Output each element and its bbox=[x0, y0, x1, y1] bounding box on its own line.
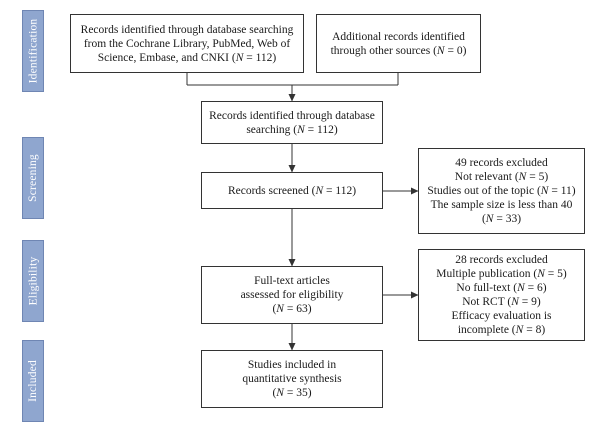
box-excluded-screening-text: 49 records excluded Not relevant (N = 5)… bbox=[427, 157, 576, 225]
box-other-sources: Additional records identified through ot… bbox=[316, 14, 481, 73]
box-studies-included: Studies included in quantitative synthes… bbox=[201, 350, 383, 408]
box-database-search-text: Records identified through database sear… bbox=[80, 23, 294, 64]
box-records-identified: Records identified through database sear… bbox=[201, 101, 383, 144]
box-records-screened-text: Records screened (N = 112) bbox=[227, 184, 357, 197]
phase-included: Included bbox=[22, 340, 44, 422]
box-records-screened: Records screened (N = 112) bbox=[201, 172, 383, 209]
box-records-identified-text: Records identified through database sear… bbox=[209, 109, 375, 136]
phase-eligibility: Eligibility bbox=[22, 240, 44, 322]
phase-screening: Screening bbox=[22, 137, 44, 219]
box-database-search: Records identified through database sear… bbox=[70, 14, 304, 73]
phase-identification: Identification bbox=[22, 10, 44, 92]
box-excluded-screening: 49 records excluded Not relevant (N = 5)… bbox=[418, 148, 585, 234]
box-studies-included-text: Studies included in quantitative synthes… bbox=[242, 359, 342, 399]
box-excluded-eligibility-text: 28 records excluded Multiple publication… bbox=[436, 254, 567, 336]
box-fulltext-assessed-text: Full-text articles assessed for eligibil… bbox=[240, 275, 344, 315]
box-fulltext-assessed: Full-text articles assessed for eligibil… bbox=[201, 266, 383, 324]
box-other-sources-text: Additional records identified through ot… bbox=[330, 30, 467, 57]
box-excluded-eligibility: 28 records excluded Multiple publication… bbox=[418, 249, 585, 341]
